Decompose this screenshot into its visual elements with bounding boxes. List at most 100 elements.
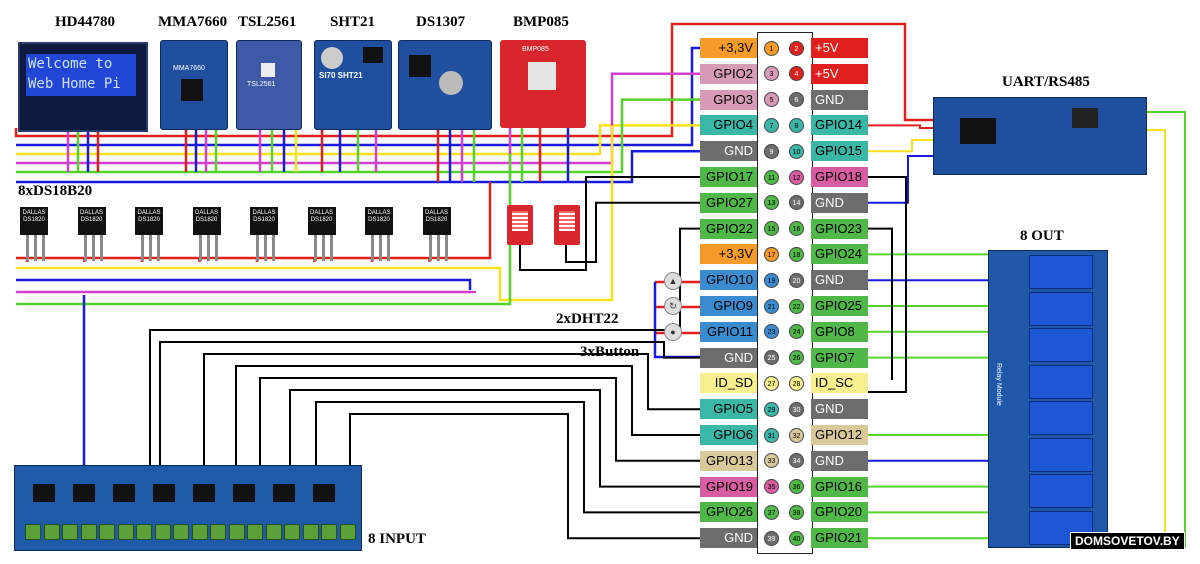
pin-label-19: GPIO10 (700, 270, 757, 291)
pin-25: 25 (764, 350, 779, 366)
terminal-screw (228, 524, 245, 540)
button-stop-icon[interactable]: ● (664, 323, 682, 341)
pin-label-21: GPIO9 (700, 296, 757, 316)
label-buttons: 3xButton (580, 344, 640, 360)
wire-ds18-yellow (16, 125, 614, 302)
optocoupler (233, 484, 255, 502)
pin-33: 33 (764, 453, 779, 469)
pin-label-18: GPIO24 (811, 244, 868, 265)
ds18b20-leg (313, 235, 317, 261)
pin-5: 5 (764, 92, 779, 108)
pin-label-22: GPIO25 (811, 296, 868, 316)
terminal-screw (339, 524, 356, 540)
relay-unit (1029, 401, 1093, 435)
pin-label-12: GPIO18 (811, 167, 868, 187)
wire-rs485-b (1145, 129, 1166, 548)
pin-label-29: GPIO5 (700, 399, 757, 420)
terminal-screw (154, 524, 171, 540)
pin-label-32: GPIO12 (811, 425, 868, 445)
ds18b20-leg (141, 235, 144, 261)
wire-5v-bus (14, 22, 933, 138)
terminal-screw (173, 524, 189, 540)
terminal-screw (43, 524, 60, 540)
uart-chip (960, 118, 996, 144)
label-8-input: 8 INPUT (368, 531, 426, 547)
pin-label-35: GPIO19 (700, 476, 757, 497)
pin-6: 6 (789, 92, 804, 108)
pin-16: 16 (789, 221, 804, 237)
pin-label-31: GPIO6 (700, 425, 757, 445)
pin-35: 35 (764, 479, 779, 495)
label-hd44780: HD44780 (55, 14, 115, 30)
ds18b20-leg (206, 235, 210, 261)
ds1307-battery (439, 71, 463, 95)
pin-37: 37 (764, 504, 779, 520)
pin-label-3: GPIO2 (700, 63, 757, 84)
pin-13: 13 (764, 195, 779, 211)
ds18b20-sensor: DALLAS DS1820 (20, 207, 48, 235)
pin-40: 40 (789, 530, 804, 546)
pin-label-26: GPIO7 (811, 347, 868, 368)
pin-20: 20 (789, 272, 804, 288)
ds18b20-leg (387, 235, 390, 261)
wire-ground-top (16, 46, 700, 147)
pin-label-13: GPIO27 (700, 192, 757, 213)
terminal-screw (321, 524, 337, 540)
mma7660-text: MMA7660 (173, 65, 205, 72)
sht21-chip (363, 47, 383, 63)
pin-31: 31 (764, 427, 779, 443)
pin-10: 10 (789, 143, 804, 159)
pin-19: 19 (764, 272, 779, 288)
pin-label-33: GPIO13 (700, 450, 757, 471)
pin-label-30: GND (811, 399, 868, 420)
pin-39: 39 (764, 530, 779, 546)
lcd-module: Welcome to Web Home Pi (18, 42, 148, 132)
pin-1: 1 (764, 40, 779, 56)
wire-uart-rx (868, 139, 933, 153)
pin-26: 26 (789, 350, 804, 366)
pin-23: 23 (764, 324, 779, 340)
pin-label-40: GPIO21 (811, 528, 868, 549)
relay-unit (1029, 437, 1093, 472)
uart-chip-2 (1072, 108, 1098, 128)
pin-9: 9 (764, 143, 779, 159)
mma7660-chip (181, 79, 203, 101)
label-tsl2561: TSL2561 (238, 14, 297, 30)
terminal-screw (62, 524, 78, 540)
sht21-module: SI70 SHT21 (314, 40, 392, 130)
dht22-sensor-2 (554, 205, 580, 245)
wire-dht1-data (519, 176, 700, 271)
ds18b20-leg (91, 235, 95, 261)
wire-input-8 (349, 413, 700, 540)
ds18b20-sensor: DALLAS DS1820 (135, 207, 163, 235)
ds18b20-leg (428, 235, 432, 261)
lcd-line-1: Welcome to (28, 56, 113, 72)
button-reset-icon[interactable]: ↻ (664, 297, 682, 315)
terminal-screw (302, 524, 319, 540)
pin-label-6: GND (811, 89, 868, 110)
button-up-icon[interactable]: ▲ (664, 272, 682, 290)
pin-label-17: +3,3V (700, 244, 757, 265)
tsl2561-sensor (261, 63, 275, 77)
pin-17: 17 (764, 246, 779, 262)
wire-uart-tx (868, 124, 933, 129)
wire-gnd-pin9 (16, 149, 700, 184)
pin-label-16: GPIO23 (811, 218, 868, 239)
terminal-screw (191, 524, 208, 540)
terminal-screw (80, 524, 97, 540)
bmp085-text: BMP085 (522, 46, 549, 53)
optocoupler (153, 484, 175, 502)
pin-label-37: GPIO26 (700, 502, 757, 523)
relay-unit (1029, 328, 1093, 362)
wire-btn-gnd (653, 282, 700, 359)
ds18b20-leg (34, 235, 37, 261)
pin-label-20: GND (811, 270, 868, 291)
terminal-screw (284, 524, 300, 540)
ds18b20-leg (379, 235, 382, 261)
optocoupler (113, 484, 135, 502)
mma7660-module: MMA7660 (160, 40, 228, 130)
wire-gpio18 (868, 176, 907, 393)
terminal-screw (265, 524, 282, 540)
lcd-screen: Welcome to Web Home Pi (26, 54, 136, 96)
pin-label-36: GPIO16 (811, 476, 868, 497)
